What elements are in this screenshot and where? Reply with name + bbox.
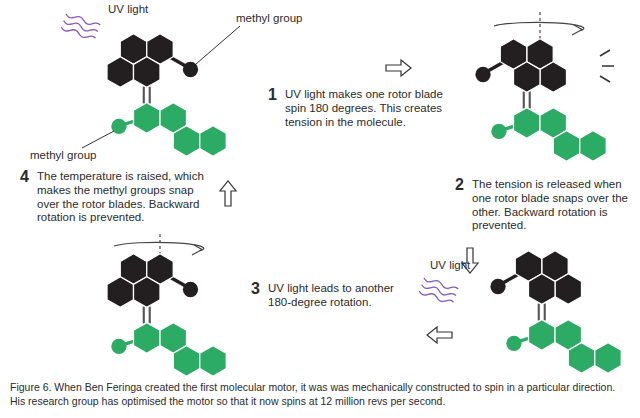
callout-number: 1 (268, 85, 284, 104)
callout-number: 3 (251, 279, 267, 298)
methyl-ball (491, 124, 506, 139)
cycle-arrow (220, 181, 236, 206)
step-text: UV light makes one rotor blade spin 180 … (285, 88, 457, 129)
molecule (107, 34, 226, 156)
uv-label: UV light (108, 3, 178, 17)
figure-caption: Figure 6. When Ben Feringa created the f… (10, 381, 630, 408)
cycle-arrow (386, 60, 411, 76)
leader-line (196, 26, 240, 64)
callout-number: 2 (455, 175, 471, 194)
methyl-ball (111, 119, 126, 134)
part-label: methyl group (30, 149, 120, 163)
methyl-ball (183, 282, 198, 297)
uv-label: UV light (430, 259, 500, 273)
callout-number: 1 (268, 85, 284, 104)
methyl-ball (506, 336, 521, 351)
step-text: The temperature is raised, which makes t… (37, 170, 219, 225)
callout-number: 2 (455, 175, 471, 194)
part-label: methyl group (236, 12, 326, 26)
part-label: methyl group (236, 12, 326, 26)
methyl-ball (490, 279, 505, 294)
callout-number: 4 (20, 167, 36, 186)
uv-light-waves (418, 276, 458, 305)
methyl-ball (475, 67, 490, 82)
callout-number: 3 (251, 279, 267, 298)
part-label: methyl group (30, 149, 120, 163)
leader-line (82, 131, 114, 148)
cycle-arrow (427, 327, 452, 343)
molecule (475, 39, 606, 161)
uv-label: UV light (430, 259, 500, 273)
molecule (490, 251, 621, 373)
tension-marks (600, 50, 614, 82)
methyl-ball (183, 62, 198, 77)
step-text: UV light leads to another 180-degree rot… (268, 282, 418, 310)
uv-light-waves (60, 12, 100, 41)
uv-label: UV light (108, 3, 178, 17)
molecule (107, 254, 226, 376)
methyl-ball (111, 339, 126, 354)
figure-caption: Figure 6. When Ben Feringa created the f… (10, 381, 630, 408)
step-text: UV light leads to another 180-degree rot… (268, 282, 418, 310)
step-text: UV light makes one rotor blade spin 180 … (285, 88, 457, 129)
step-text: The tension is released when one rotor b… (472, 178, 634, 233)
step-text: The tension is released when one rotor b… (472, 178, 634, 233)
callout-number: 4 (20, 167, 36, 186)
step-text: The temperature is raised, which makes t… (37, 170, 219, 225)
